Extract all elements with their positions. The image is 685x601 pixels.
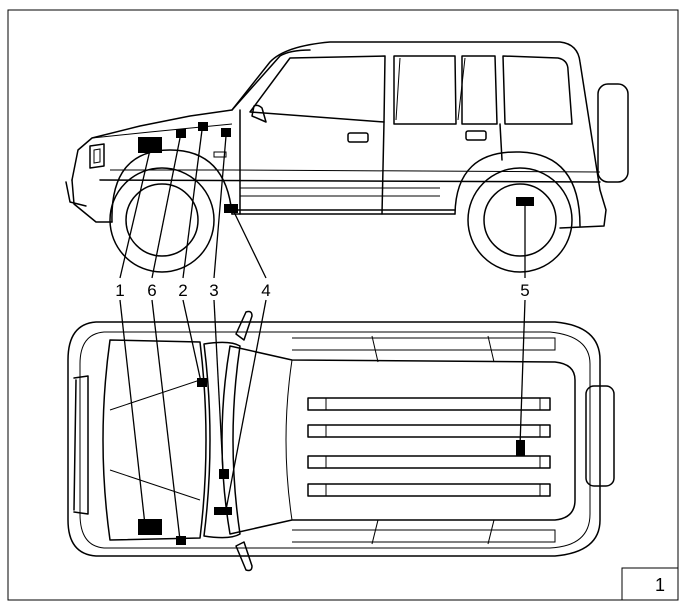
figure-number: 1	[655, 575, 665, 595]
vehicle-side-view	[65, 41, 629, 273]
component-4-mark-top	[214, 507, 232, 515]
component-6-mark-side	[176, 129, 186, 138]
callout-labels: 1 6 2 3 4 5	[115, 281, 529, 300]
top-view-component-marks	[138, 378, 525, 545]
component-3-mark-top	[219, 469, 229, 479]
callout-6: 6	[147, 281, 156, 300]
component-1-mark-side	[138, 137, 162, 153]
component-6-mark-top	[176, 536, 186, 545]
figure-number-box: 1	[621, 567, 678, 600]
component-5-mark-top	[516, 440, 525, 456]
component-3-mark-side	[221, 128, 231, 137]
leader-lines	[119, 129, 526, 541]
callout-2: 2	[178, 281, 187, 300]
vehicle-top-view	[67, 310, 615, 572]
component-2-mark-side	[198, 122, 208, 131]
callout-1: 1	[115, 281, 124, 300]
diagram-frame	[7, 9, 679, 601]
callout-5: 5	[520, 281, 529, 300]
component-5-mark-side	[516, 197, 534, 206]
callout-4: 4	[261, 281, 270, 300]
side-view-component-marks	[138, 122, 534, 213]
component-2-mark-top	[197, 378, 207, 387]
component-4-mark-side	[224, 204, 238, 213]
callout-3: 3	[209, 281, 218, 300]
component-1-mark-top	[138, 519, 162, 535]
